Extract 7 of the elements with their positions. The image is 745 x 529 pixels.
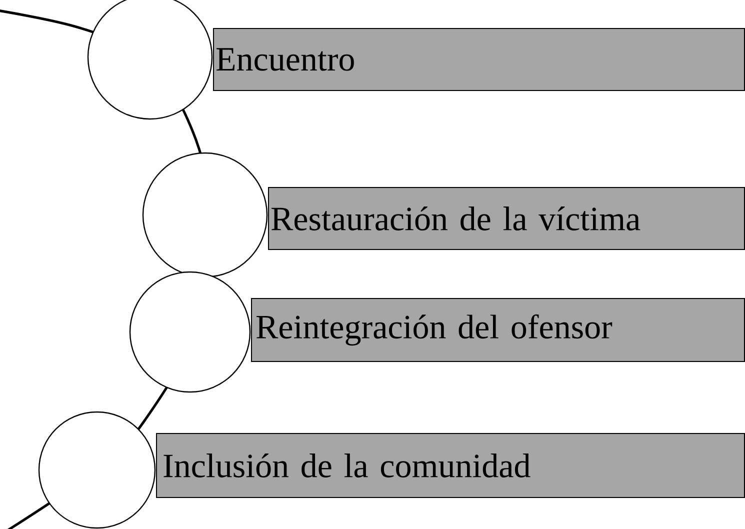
text-bar: Encuentro (213, 28, 745, 91)
empty-circle (38, 411, 156, 529)
empty-circle (142, 152, 268, 278)
empty-circle (129, 271, 251, 393)
text-bar: Inclusión de la comunidad (156, 432, 745, 498)
text-bar: Restauración de la víctima (268, 187, 745, 250)
text-bar: Reintegración del ofensor (251, 298, 745, 362)
